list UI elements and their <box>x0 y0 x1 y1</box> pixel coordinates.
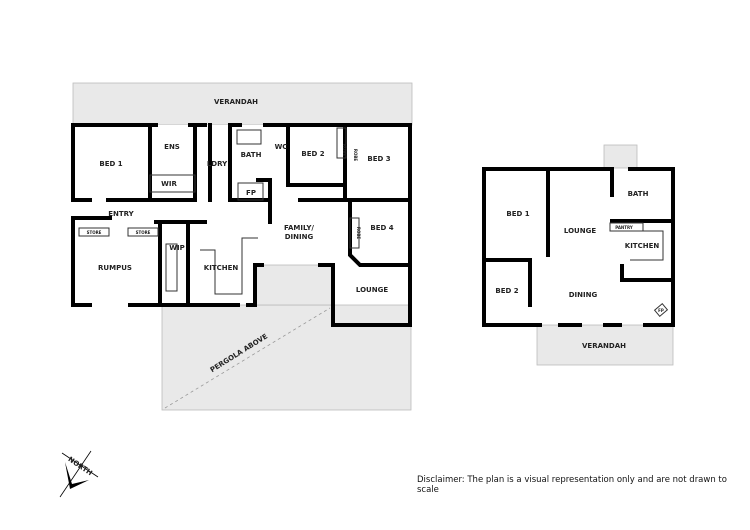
wir-rail <box>149 174 196 193</box>
room-label-ldry: LDRY <box>207 160 228 168</box>
verandah-area-2 <box>536 324 674 366</box>
room-label-kitchen: KITCHEN <box>204 264 239 272</box>
room-label-bed2: BED 2 <box>301 150 324 158</box>
bathtub <box>236 129 262 145</box>
verandah-area <box>72 82 413 126</box>
room-label-verandah-2: VERANDAH <box>582 342 626 350</box>
room-label-ens: ENS <box>164 143 180 151</box>
room-label-bed2-2: BED 2 <box>495 287 518 295</box>
second-floor-plan: BED 1 LOUNGE BATH PANTRY KITCHEN BED 2 D… <box>482 144 675 366</box>
room-label-robe-1: ROBE <box>342 144 347 157</box>
room-label-dining: DINING <box>569 291 598 299</box>
room-label-bath-2: BATH <box>628 190 649 198</box>
pantry-shelf <box>609 222 644 232</box>
room-label-rumpus: RUMPUS <box>98 264 132 272</box>
room-label-family: FAMILY/ <box>284 224 314 232</box>
main-floor-plan: VERANDAH BED 1 ENS WIR LDRY BATH WC FP B… <box>71 82 413 411</box>
room-label-wc: WC <box>275 143 288 151</box>
room-label-bed3: BED 3 <box>367 155 390 163</box>
kitchen-bench-2 <box>630 230 664 261</box>
pergola-diagonal <box>164 307 331 409</box>
room-label-lounge: LOUNGE <box>356 286 388 294</box>
room-label-bed1-2: BED 1 <box>506 210 529 218</box>
fireplace-2 <box>653 303 669 317</box>
store-cupboard-left <box>78 227 110 237</box>
north-label: NORTH <box>66 455 93 477</box>
room-label-wir: WIR <box>161 180 177 188</box>
pergola-area-upper <box>254 264 334 306</box>
room-label-kitchen-2: KITCHEN <box>625 242 660 250</box>
fireplace <box>237 182 264 201</box>
kitchen-bench <box>200 237 258 295</box>
room-label-robe-2: ROBE <box>353 149 358 162</box>
room-label-lounge-2: LOUNGE <box>564 227 596 235</box>
room-label-fp-2: FP <box>658 308 664 313</box>
room-label-bed4: BED 4 <box>370 224 393 232</box>
robe-bed4 <box>349 217 360 249</box>
room-label-pantry: PANTRY <box>615 225 633 230</box>
house-fill <box>73 125 412 222</box>
room-label-entry: ENTRY <box>108 210 134 218</box>
room-label-dining: DINING <box>285 233 314 241</box>
exterior-walls <box>71 123 412 327</box>
store-cupboard-right <box>127 227 159 237</box>
walls-2 <box>482 167 675 327</box>
room-label-store-2: STORE <box>136 230 151 235</box>
north-arrow-icon: NORTH <box>59 450 99 498</box>
robe-bed2 <box>336 127 347 159</box>
room-label-fp: FP <box>246 189 256 197</box>
disclaimer-text: Disclaimer: The plan is a visual represe… <box>417 475 727 495</box>
room-label-store-1: STORE <box>87 230 102 235</box>
room-label-verandah: VERANDAH <box>214 98 258 106</box>
room-label-wip: WIP <box>169 244 184 252</box>
room-label-bath: BATH <box>241 151 262 159</box>
wip-shelf <box>165 243 178 292</box>
pergola-area <box>161 304 412 411</box>
entry-walls <box>71 216 172 224</box>
room-label-bed1: BED 1 <box>99 160 122 168</box>
room-label-robe-3: ROBE <box>356 227 361 240</box>
entry-landing-area <box>603 144 638 169</box>
